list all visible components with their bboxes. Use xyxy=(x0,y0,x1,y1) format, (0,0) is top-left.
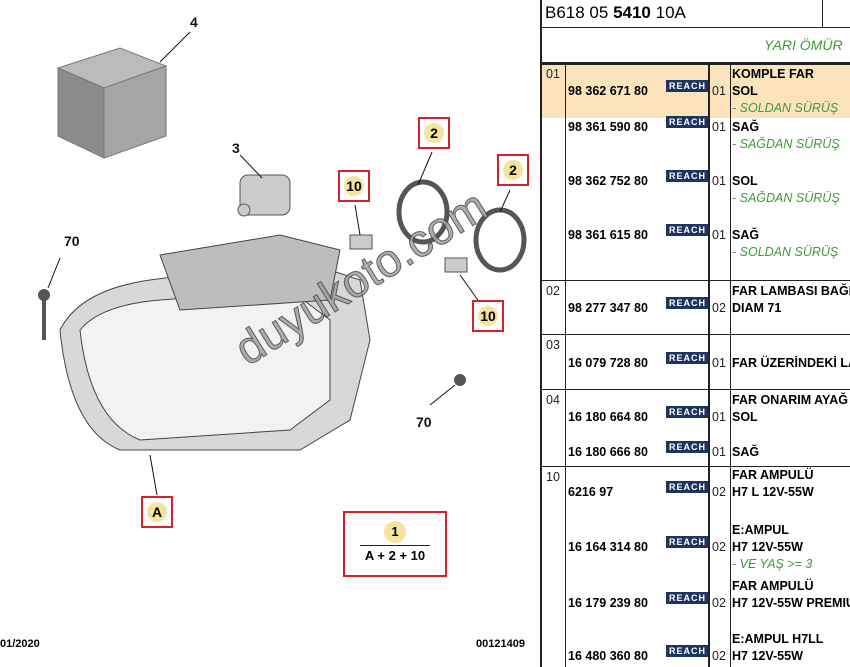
part-number: 16 180 666 80 xyxy=(568,445,648,459)
parts-diagram: 4 3 70 70 10 2 2 10 A 1 A + 2 + 10 01/20… xyxy=(0,14,529,650)
reach-badge: REACH xyxy=(666,441,710,453)
note: - SOLDAN SÜRÜŞ xyxy=(732,245,839,259)
note: - SOLDAN SÜRÜŞ xyxy=(732,101,839,115)
reach-badge: REACH xyxy=(666,116,710,128)
formula-top: 1 xyxy=(384,521,406,543)
part-number: 16 079 728 80 xyxy=(568,356,648,370)
description: SOL xyxy=(732,410,758,424)
callout-4: 4 xyxy=(190,14,198,30)
quantity: 02 xyxy=(712,301,726,315)
description: SOL xyxy=(732,84,758,98)
quantity: 01 xyxy=(712,228,726,242)
callout-10: 10 xyxy=(472,300,504,332)
description: KOMPLE FAR xyxy=(732,67,814,81)
part-number: 16 480 360 80 xyxy=(568,649,648,663)
quantity: 01 xyxy=(712,174,726,188)
subheader: YARI ÖMÜR xyxy=(764,37,843,53)
reach-badge: REACH xyxy=(666,170,710,182)
part-number: 6216 97 xyxy=(568,485,614,499)
bulbs-part-10 xyxy=(349,234,468,273)
column-divider xyxy=(708,63,710,667)
formula-bottom: A + 2 + 10 xyxy=(364,548,426,563)
part-number: 16 179 239 80 xyxy=(568,596,648,610)
quantity: 01 xyxy=(712,120,726,134)
description: SAĞ xyxy=(732,445,760,459)
headlamp-illustration xyxy=(38,31,527,496)
column-divider xyxy=(730,63,731,667)
row-divider xyxy=(542,280,850,281)
quantity: 02 xyxy=(712,596,726,610)
reach-badge: REACH xyxy=(666,536,710,548)
note: - SAĞDAN SÜRÜŞ xyxy=(732,137,840,151)
description: FAR ÜZERİNDEKİ LA xyxy=(732,356,850,370)
part-number: 98 361 615 80 xyxy=(568,228,648,242)
row-divider xyxy=(542,389,850,390)
parts-table: B618 05 5410 10A YARI ÖMÜR 01 98 362 671 … xyxy=(540,0,850,667)
headlamp-body xyxy=(59,234,371,451)
quantity: 02 xyxy=(712,540,726,554)
reach-badge: REACH xyxy=(666,80,710,92)
rings-part-2 xyxy=(396,179,527,273)
reach-badge: REACH xyxy=(666,481,710,493)
quantity: 02 xyxy=(712,649,726,663)
reach-badge: REACH xyxy=(666,592,710,604)
description: H7 L 12V-55W xyxy=(732,485,814,499)
cube-part-4 xyxy=(56,47,168,159)
item-number: 02 xyxy=(546,284,560,298)
item-number: 01 xyxy=(546,67,560,81)
description: FAR LAMBASI BAĞL xyxy=(732,284,850,298)
quantity: 01 xyxy=(712,445,726,459)
part-number: 98 361 590 80 xyxy=(568,120,648,134)
quantity: 01 xyxy=(712,356,726,370)
description: SAĞ xyxy=(732,228,760,242)
footer-date: 01/2020 xyxy=(0,638,40,650)
column-divider xyxy=(565,63,566,667)
description: FAR ONARIM AYAĞ xyxy=(732,393,848,407)
reach-badge: REACH xyxy=(666,297,710,309)
reach-badge: REACH xyxy=(666,352,710,364)
footer-code: 00121409 xyxy=(476,638,525,650)
note: - VE YAŞ >= 3 xyxy=(732,557,813,571)
callout-70: 70 xyxy=(416,414,432,430)
quantity: 02 xyxy=(712,485,726,499)
part-number: 16 164 314 80 xyxy=(568,540,648,554)
description: E:AMPUL H7LL xyxy=(732,632,824,646)
callout-2: 2 xyxy=(497,154,529,186)
description: SOL xyxy=(732,174,758,188)
note: - SAĞDAN SÜRÜŞ xyxy=(732,191,840,205)
part-number: 98 362 752 80 xyxy=(568,174,648,188)
row-divider xyxy=(542,466,850,467)
catalog-code: B618 05 5410 10A xyxy=(545,3,686,22)
part-number: 16 180 664 80 xyxy=(568,410,648,424)
part-number: 98 277 347 80 xyxy=(568,301,648,315)
reach-badge: REACH xyxy=(666,645,710,657)
screws-part-70 xyxy=(38,289,466,386)
quantity: 01 xyxy=(712,410,726,424)
description: H7 12V-55W xyxy=(732,649,803,663)
description: DIAM 71 xyxy=(732,301,782,315)
callout-3: 3 xyxy=(232,140,240,156)
row-divider xyxy=(542,334,850,335)
reach-badge: REACH xyxy=(666,406,710,418)
description: E:AMPUL xyxy=(732,523,789,537)
callout-2: 2 xyxy=(418,117,450,149)
motor-part-3 xyxy=(237,174,291,217)
description: H7 12V-55W PREMIU xyxy=(732,596,850,610)
item-number: 04 xyxy=(546,393,560,407)
description: SAĞ xyxy=(732,120,760,134)
quantity: 01 xyxy=(712,84,726,98)
description: FAR AMPULÜ xyxy=(732,468,814,482)
description: H7 12V-55W xyxy=(732,540,803,554)
item-number: 10 xyxy=(546,470,560,484)
callout-A: A xyxy=(141,496,173,528)
part-number: 98 362 671 80 xyxy=(568,84,648,98)
callout-70: 70 xyxy=(64,233,80,249)
kit-formula: 1 A + 2 + 10 xyxy=(343,511,447,577)
item-number: 03 xyxy=(546,338,560,352)
description: FAR AMPULÜ xyxy=(732,579,814,593)
reach-badge: REACH xyxy=(666,224,710,236)
callout-10: 10 xyxy=(338,170,370,202)
